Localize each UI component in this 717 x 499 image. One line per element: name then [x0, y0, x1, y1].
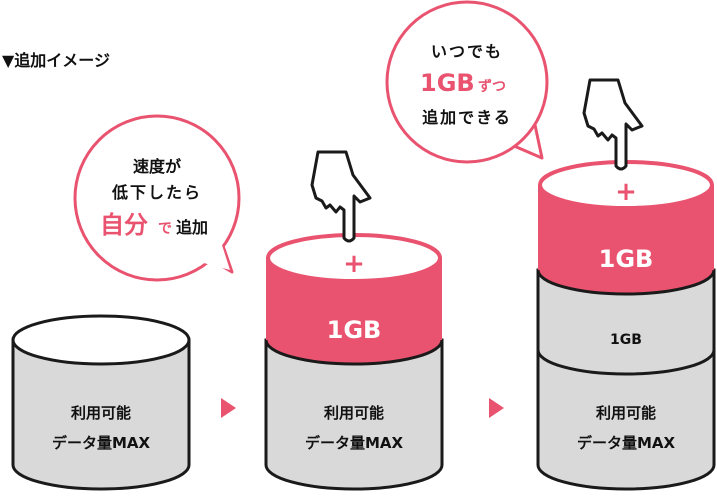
bubble1-line2: 低下したら	[111, 183, 202, 202]
cylinder-1: 利用可能 データ量MAX	[11, 314, 191, 491]
heading: ▼追加イメージ	[2, 51, 110, 70]
pointing-hand-icon	[310, 150, 372, 243]
cylinder3-mid-label: 1GB	[610, 332, 642, 348]
cylinder-3: + 1GB 1GB 利用可能 データ量MAX	[536, 78, 716, 491]
bubble2-line1: いつでも	[431, 42, 503, 61]
cylinder-2: + 1GB 利用可能 データ量MAX	[264, 150, 444, 491]
bubble2-accent: 1GB	[420, 69, 475, 97]
plus-icon: +	[615, 177, 637, 207]
cylinder3-add-label: 1GB	[599, 245, 654, 273]
bubble1-accent: 自分	[100, 211, 148, 239]
arrow-right-icon	[489, 398, 504, 418]
cylinder3-line1: 利用可能	[596, 404, 656, 422]
cylinder1-line2: データ量MAX	[52, 434, 151, 452]
bubble1-tail: 追加	[176, 218, 208, 237]
cylinder2-line2: データ量MAX	[305, 434, 404, 452]
cylinder3-line2: データ量MAX	[577, 434, 676, 452]
bubble1-accent-small: で	[158, 221, 172, 237]
cylinder1-line1: 利用可能	[71, 404, 131, 422]
plus-icon: +	[343, 249, 365, 279]
bubble2-line3: 追加できる	[422, 108, 512, 127]
speech-bubble-1: 速度が 低下したら 自分 で 追加	[73, 114, 241, 282]
speech-bubble-2: いつでも 1GB ずつ 追加できる	[385, 0, 549, 164]
arrow-right-icon	[221, 398, 236, 418]
bubble1-line1: 速度が	[133, 157, 181, 176]
cylinder2-add-label: 1GB	[327, 316, 382, 344]
cylinder2-line1: 利用可能	[324, 404, 384, 422]
pointing-hand-icon	[582, 78, 644, 171]
bubble2-accent-small: ずつ	[478, 78, 506, 95]
